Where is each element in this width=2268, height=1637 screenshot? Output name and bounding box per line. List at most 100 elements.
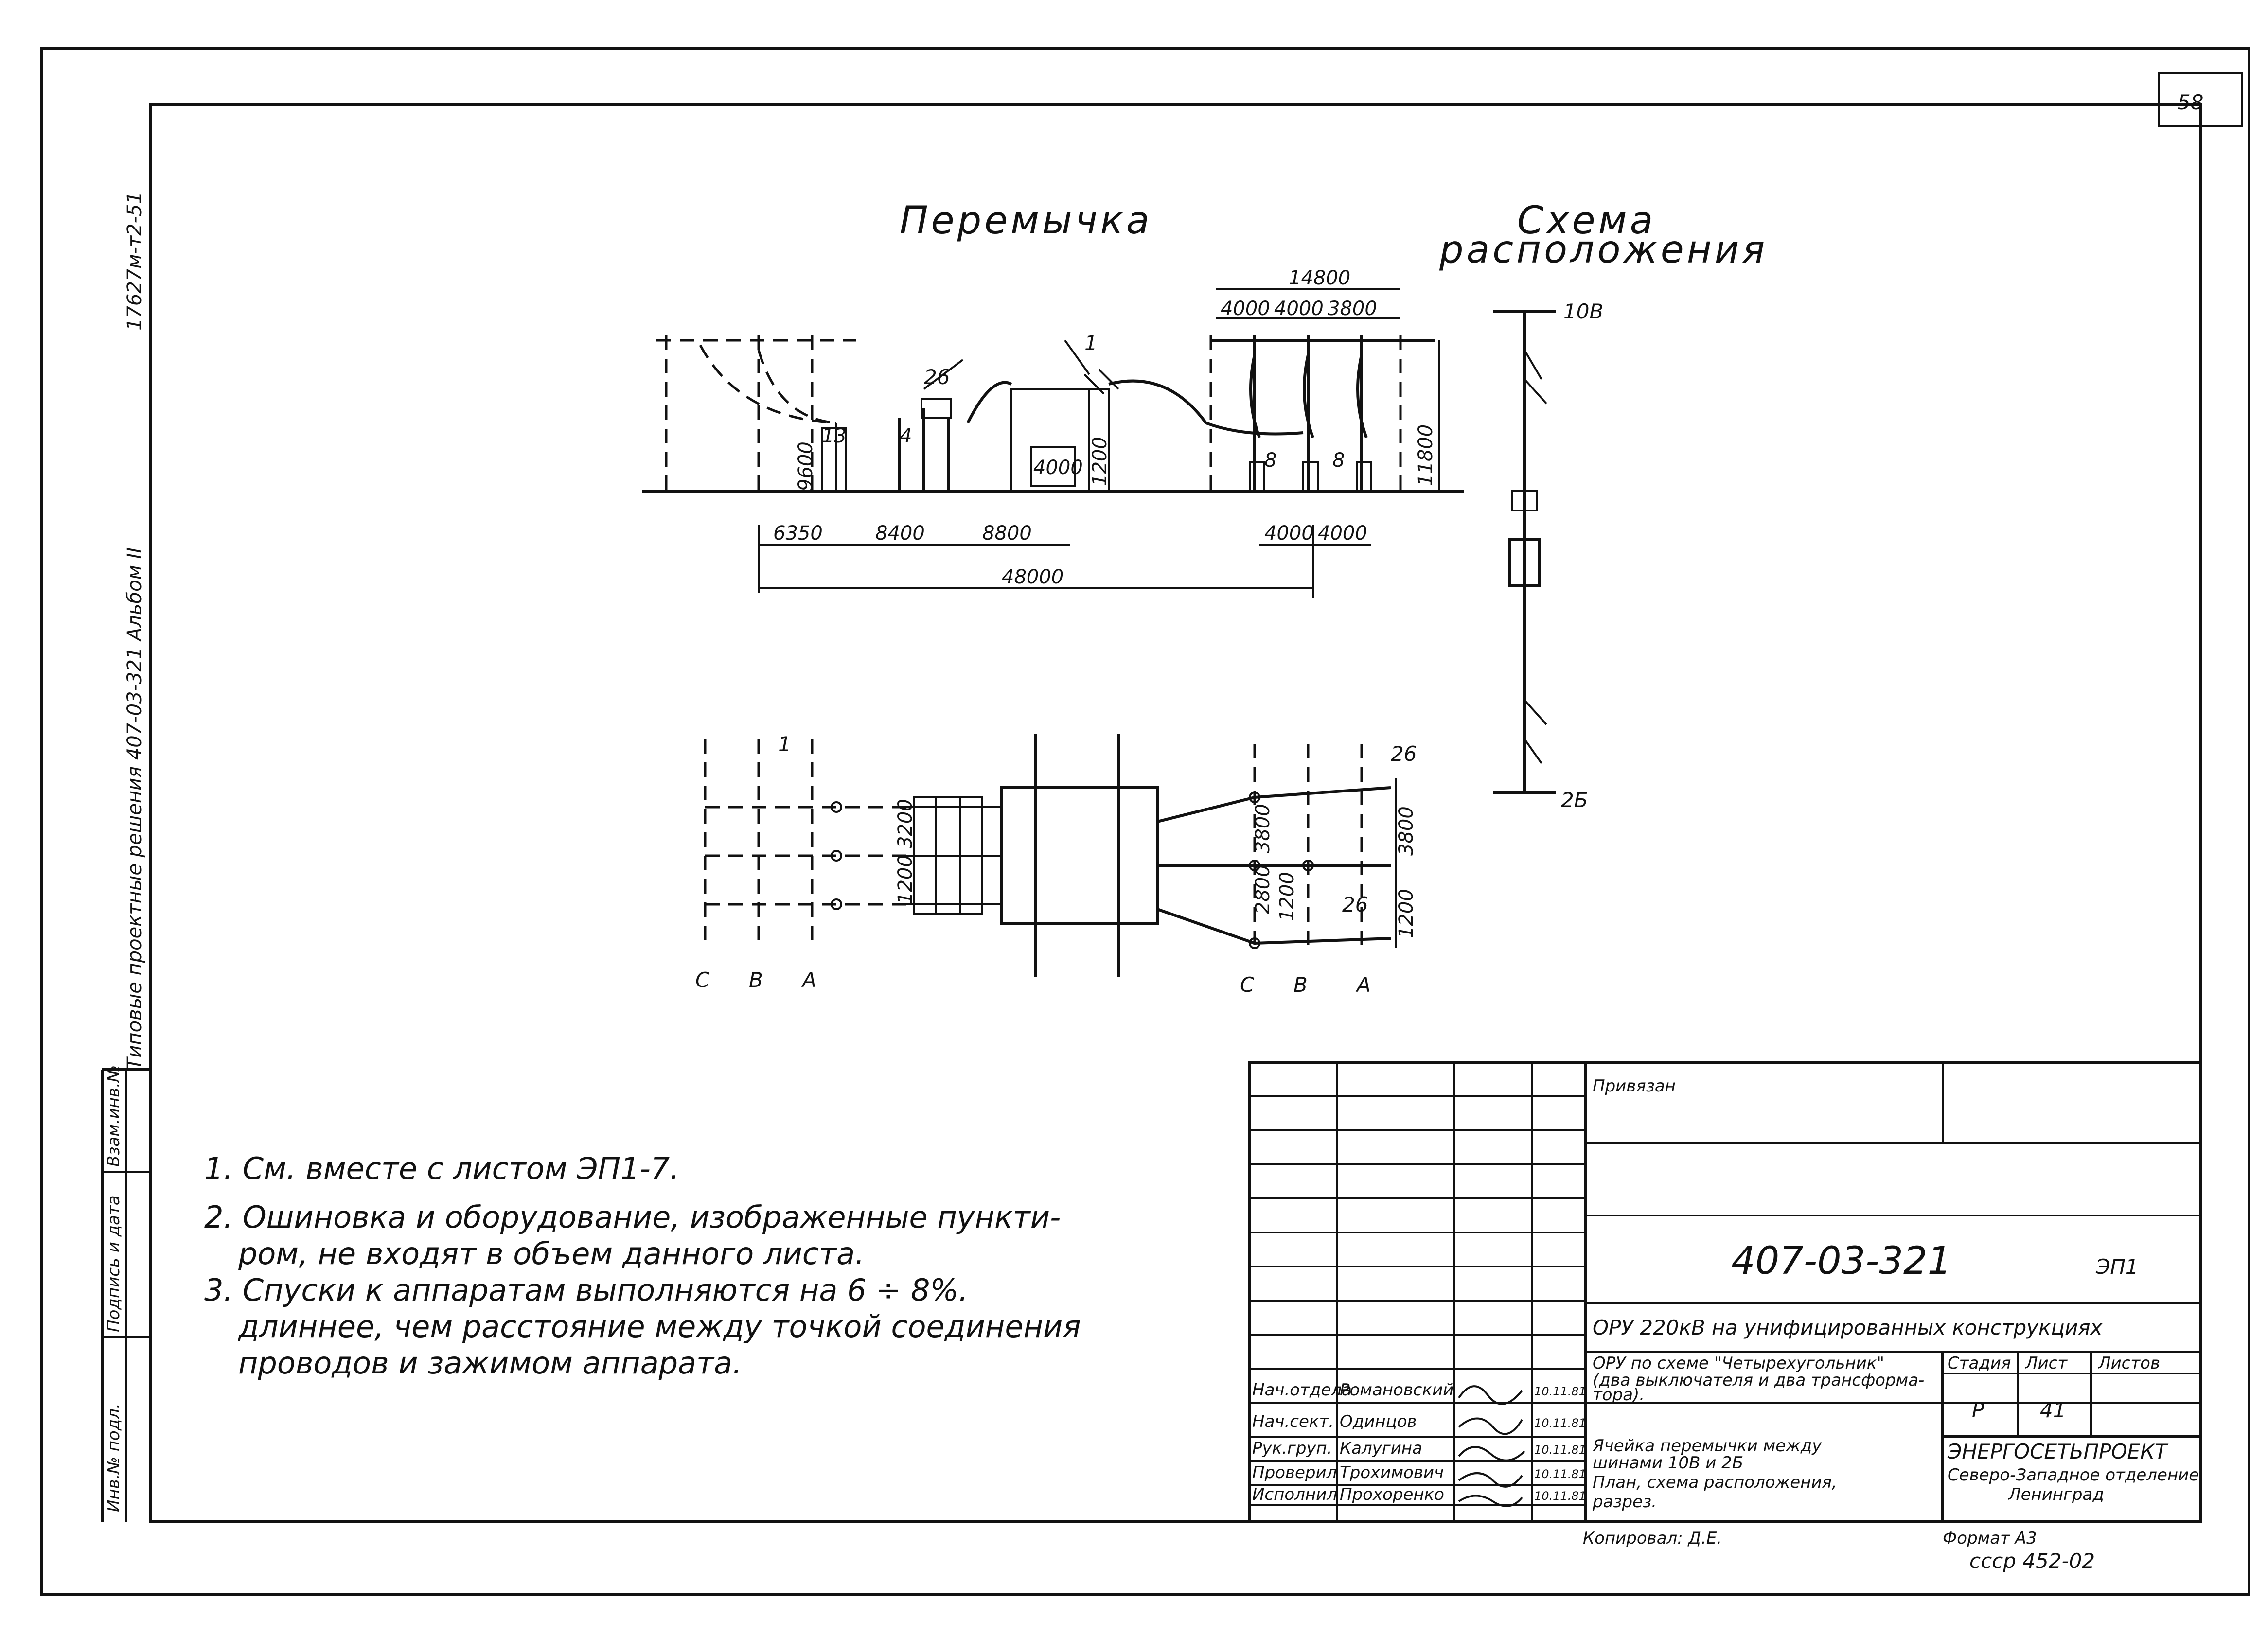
signature-2 <box>1458 1417 1523 1435</box>
dim-3200: 3200 <box>894 799 917 848</box>
tb-org-sub-2: Ленинград <box>2007 1485 2104 1504</box>
tb-copied: Копировал: Д.Е. <box>1583 1529 1722 1548</box>
dim-1200: 1200 <box>1089 437 1111 486</box>
tb-date-2: 10.11.81 <box>1534 1416 1586 1430</box>
dim-4000-a: 4000 <box>1221 298 1270 320</box>
tb-inv: ссср 452-02 <box>1969 1549 2095 1573</box>
tb-sheets-header: Листов <box>2097 1354 2160 1373</box>
signature-5 <box>1458 1495 1523 1507</box>
tb-date-3: 10.11.81 <box>1534 1443 1586 1457</box>
tb-org-sub-1: Северо-Западное отделение <box>1948 1465 2199 1485</box>
label-1-elev: 1 <box>1084 331 1098 355</box>
side-cell-signature: Подпись и дата <box>104 1195 124 1332</box>
dim-48000: 48000 <box>1002 566 1063 588</box>
tb-role-3: Рук.груп. <box>1252 1439 1332 1458</box>
tb-scheme-desc-1: ОРУ по схеме "Четырехугольник" <box>1593 1354 1884 1373</box>
tb-privyazan: Привязан <box>1593 1076 1676 1096</box>
phase-left-c: C <box>695 968 710 992</box>
dim-1200-plan-a: 1200 <box>894 855 917 904</box>
side-cell-inv: Инв.№ подл. <box>104 1403 124 1512</box>
tb-drawing-desc-3: План, схема расположения, <box>1593 1473 1837 1492</box>
tb-org: ЭНЕРГОСЕТЬПРОЕКТ <box>1947 1440 2169 1463</box>
note-2-a: 2. Ошиновка и оборудование, изображенные… <box>204 1199 1061 1235</box>
tb-stage-header: Стадия <box>1948 1354 2011 1373</box>
tb-name-5: Прохоренко <box>1340 1485 1444 1504</box>
tb-name-1: Романовский <box>1340 1380 1453 1400</box>
title-peremychka: Перемычка <box>900 199 1152 243</box>
tb-role-4: Проверил <box>1252 1463 1337 1482</box>
note-3-b: длиннее, чем расстояние между точкой сое… <box>238 1309 1081 1344</box>
label-26-plan-b: 26 <box>1342 893 1368 916</box>
phase-left-b: B <box>749 968 763 992</box>
tb-name-4: Трохимович <box>1340 1463 1444 1482</box>
dim-9600: 9600 <box>795 441 817 491</box>
phase-right-c: C <box>1240 973 1255 997</box>
phase-right-b: B <box>1293 973 1308 997</box>
phase-right-a: A <box>1355 973 1371 997</box>
label-26-plan-a: 26 <box>1391 742 1417 766</box>
corner-mark: 58 <box>2178 90 2203 114</box>
tb-doc-number: 407-03-321 <box>1731 1239 1951 1283</box>
tb-drawing-desc-4: разрез. <box>1592 1492 1657 1512</box>
outer-border <box>40 47 2250 1596</box>
tb-date-5: 10.11.81 <box>1534 1489 1586 1503</box>
title-skhema: Схема <box>1517 199 1656 243</box>
label-4: 4 <box>900 425 912 447</box>
signature-4 <box>1458 1472 1523 1488</box>
tb-drawing-desc-1: Ячейка перемычки между <box>1592 1436 1822 1456</box>
tb-role-2: Нач.сект. <box>1252 1412 1334 1431</box>
note-3-c: проводов и зажимом аппарата. <box>238 1345 742 1381</box>
tb-sheet: 41 <box>2040 1398 2066 1422</box>
dim-1200-plan-c: 1200 <box>1276 872 1298 921</box>
side-strip-main: Типовые проектные решения 407-03-321 Аль… <box>124 547 146 1070</box>
notes: 1. См. вместе с листом ЭП1-7. 2. Ошиновк… <box>204 1151 1081 1381</box>
dim-8800: 8800 <box>982 522 1032 545</box>
tb-role-1: Нач.отдела <box>1252 1380 1352 1400</box>
title-block: Привязан 407-03-321 ЭП1 ОРУ 220кВ на уни… <box>1248 1061 2202 1573</box>
label-8-a: 8 <box>1264 449 1276 472</box>
note-1: 1. См. вместе с листом ЭП1-7. <box>204 1151 679 1186</box>
tb-scheme-desc-3: тора). <box>1593 1385 1645 1405</box>
tb-name-3: Калугина <box>1340 1439 1422 1458</box>
dim-4000-b: 4000 <box>1274 298 1324 320</box>
dim-2800: 2800 <box>1252 864 1274 914</box>
dim-3800-plan-a: 3800 <box>1252 804 1274 853</box>
tb-project: ОРУ 220кВ на унифицированных конструкция… <box>1593 1316 2103 1339</box>
tb-sheet-header: Лист <box>2024 1354 2068 1373</box>
dim-6350: 6350 <box>773 522 823 545</box>
tb-scheme-desc-2: (два выключателя и два трансформа- <box>1593 1371 1924 1390</box>
dim-3800-plan-b: 3800 <box>1395 806 1418 856</box>
tb-stage: Р <box>1972 1398 1984 1422</box>
label-13: 13 <box>822 425 847 447</box>
dim-14800: 14800 <box>1289 267 1350 289</box>
dim-4000-e: 4000 <box>1033 457 1083 479</box>
elevation-view: 14800 4000 4000 3800 6350 8400 8800 4800… <box>642 267 1464 598</box>
plan-view: 1 26 26 1200 3200 2800 3800 1200 3800 12… <box>695 732 1418 997</box>
tb-name-2: Одинцов <box>1340 1412 1417 1431</box>
label-1-plan: 1 <box>778 732 791 756</box>
signature-1 <box>1458 1385 1523 1405</box>
title-raspolozheniya: расположения <box>1439 228 1768 272</box>
dim-4000-d: 4000 <box>1318 522 1367 545</box>
note-2-b: ром, не входят в объем данного листа. <box>238 1236 865 1271</box>
dim-11800: 11800 <box>1415 424 1437 486</box>
tb-format: Формат А3 <box>1943 1529 2037 1548</box>
corner-sheet-box <box>2158 72 2243 127</box>
side-strip-code: 17627м-т2-51 <box>124 192 146 331</box>
phase-left-a: A <box>801 968 816 992</box>
dim-1200-plan-b: 1200 <box>1395 889 1418 938</box>
bus-2b: 2Б <box>1561 788 1588 812</box>
signature-3 <box>1458 1446 1525 1461</box>
note-3-a: 3. Спуски к аппаратам выполняются на 6 ÷… <box>204 1272 968 1308</box>
tb-role-5: Исполнил <box>1252 1485 1337 1504</box>
bus-10b: 10B <box>1563 299 1603 323</box>
tb-drawing-desc-2: шинами 10В и 2Б <box>1593 1453 1743 1473</box>
inner-border <box>149 103 2202 1523</box>
label-26-elev: 26 <box>924 365 950 389</box>
dim-4000-c: 4000 <box>1264 522 1314 545</box>
layout-scheme: 10B 2Б <box>1493 299 1603 812</box>
side-strip: Типовые проектные решения 407-03-321 Аль… <box>101 192 152 1522</box>
tb-sheet-code: ЭП1 <box>2095 1255 2139 1279</box>
dim-8400: 8400 <box>875 522 925 545</box>
